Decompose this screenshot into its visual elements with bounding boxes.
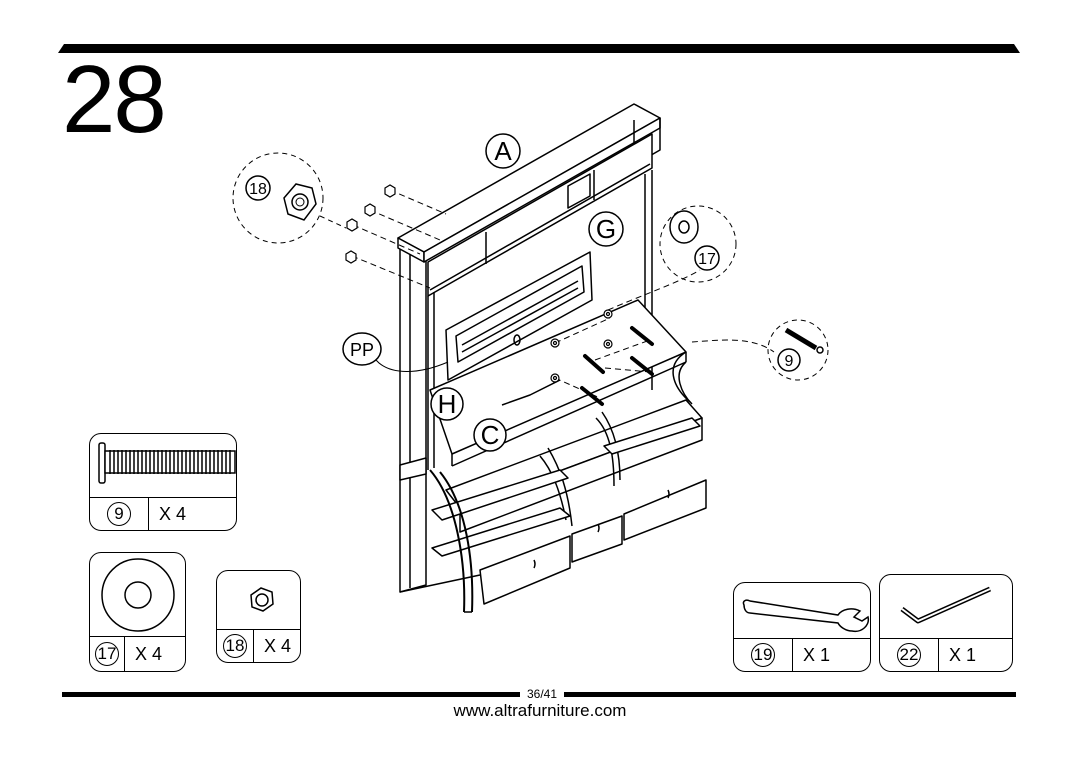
allen-key-icon xyxy=(900,586,992,624)
bottom-rule-right xyxy=(562,692,1016,697)
part-id-17: 17 xyxy=(95,642,119,666)
part-label-pp: PP xyxy=(350,340,374,360)
part-label-c: C xyxy=(481,420,500,450)
callout-label-18: 18 xyxy=(249,181,267,198)
page-number: 36/41 xyxy=(520,687,564,701)
wrench-icon xyxy=(742,599,870,633)
part-label-h: H xyxy=(438,389,457,419)
part-id-9: 9 xyxy=(107,502,131,526)
washer-icon xyxy=(101,558,175,632)
part-qty-19: X 1 xyxy=(803,644,831,665)
part-qty-9: X 4 xyxy=(159,503,187,524)
part-id-22: 22 xyxy=(897,643,921,667)
top-rule xyxy=(58,44,1020,53)
part-box-22: 22 X 1 xyxy=(879,574,1013,672)
part-qty-22: X 1 xyxy=(949,644,977,665)
step-number: 28 xyxy=(62,46,167,153)
part-box-9: 9 X 4 xyxy=(89,433,237,531)
part-box-19: 19 X 1 xyxy=(733,582,871,672)
part-qty-17: X 4 xyxy=(135,643,163,664)
part-label-a: A xyxy=(494,136,512,166)
bolt-icon xyxy=(98,442,236,484)
part-box-17: 17 X 4 xyxy=(89,552,186,672)
part-box-18: 18 X 4 xyxy=(216,570,301,663)
part-id-19: 19 xyxy=(751,643,775,667)
callout-label-17: 17 xyxy=(698,251,716,268)
part-id-18: 18 xyxy=(223,634,247,658)
callout-label-9: 9 xyxy=(785,353,794,370)
nut-icon xyxy=(250,587,274,612)
part-label-g: G xyxy=(596,214,616,244)
website-url: www.altrafurniture.com xyxy=(453,701,627,720)
bottom-rule-left xyxy=(62,692,522,697)
part-qty-18: X 4 xyxy=(264,635,292,656)
